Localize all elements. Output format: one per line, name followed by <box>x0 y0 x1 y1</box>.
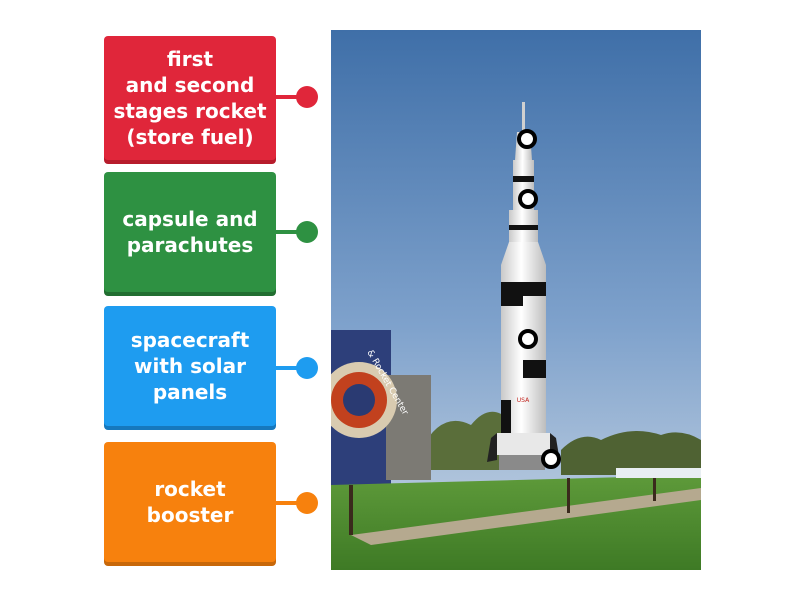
label-text-line: with solar <box>134 354 246 378</box>
pin-handle-stages[interactable] <box>296 86 318 108</box>
connector-line-stages <box>276 95 306 99</box>
label-text-line: panels <box>152 380 228 404</box>
pin-handle-capsule[interactable] <box>296 221 318 243</box>
rocket-photo: & Rocket Center USA <box>331 30 701 570</box>
drop-target-2[interactable] <box>518 189 538 209</box>
drop-target-1[interactable] <box>517 129 537 149</box>
label-text-line: first <box>166 47 214 71</box>
label-text-line: spacecraft <box>130 328 250 352</box>
drop-target-3[interactable] <box>518 329 538 349</box>
drop-target-4[interactable] <box>541 449 561 469</box>
label-text-line: rocket <box>154 477 226 501</box>
connector-line-booster <box>276 501 306 505</box>
rocket-photo-drawing: & Rocket Center USA <box>331 30 701 570</box>
label-card-spacecraft[interactable]: spacecraft with solar panels <box>104 306 276 426</box>
label-card-capsule[interactable]: capsule and parachutes <box>104 172 276 292</box>
label-text-line: stages rocket <box>113 99 267 123</box>
label-text-line: and second <box>125 73 255 97</box>
label-text-line: parachutes <box>126 233 254 257</box>
pin-handle-spacecraft[interactable] <box>296 357 318 379</box>
rocket-text: USA <box>517 397 530 404</box>
pin-handle-booster[interactable] <box>296 492 318 514</box>
connector-line-capsule <box>276 230 306 234</box>
label-text-line: (store fuel) <box>126 125 254 149</box>
label-card-stages[interactable]: first and second stages rocket (store fu… <box>104 36 276 160</box>
connector-line-spacecraft <box>276 366 306 370</box>
label-text-line: booster <box>146 503 234 527</box>
label-card-booster[interactable]: rocket booster <box>104 442 276 562</box>
label-text-line: capsule and <box>122 207 258 231</box>
